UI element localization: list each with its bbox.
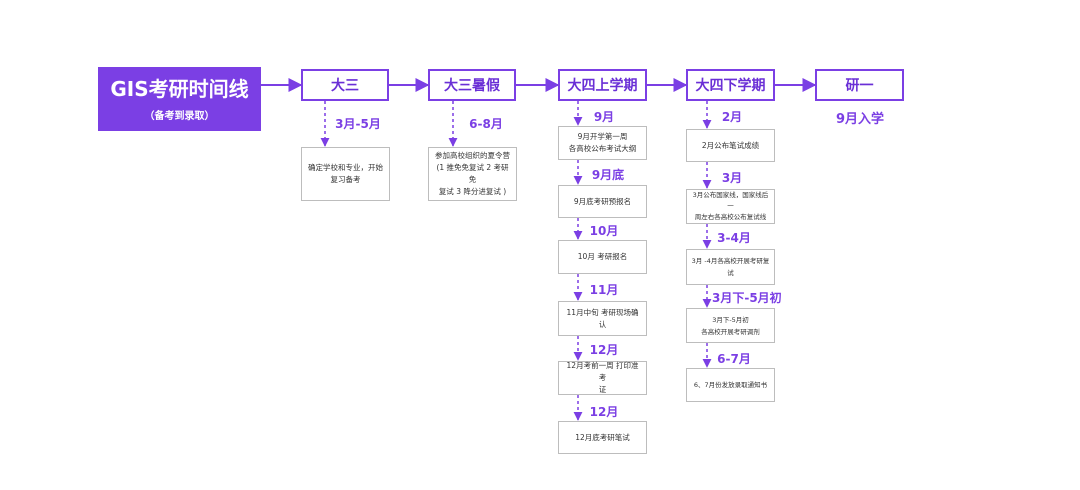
stage-dasan-shujia: 大三暑假 <box>428 69 516 101</box>
stage-dasi-shang: 大四上学期 <box>558 69 647 101</box>
desc-xia-2: 3月公布国家线，国家线后一 周左右各高校公布复试线 <box>686 189 775 224</box>
period-xia-5: 6-7月 <box>717 352 751 366</box>
stage-dasi-xia: 大四下学期 <box>686 69 775 101</box>
period-shujia: 6-8月 <box>469 117 503 131</box>
yanyi-label: 9月入学 <box>835 112 885 127</box>
period-xia-3: 3-4月 <box>717 231 751 245</box>
desc-shujia: 参加高校组织的夏令营 (1 推免免复试 2 考研免 复试 3 降分进复试 ) <box>428 147 517 201</box>
diagram-subtitle: （备考到录取） <box>144 110 215 122</box>
desc-shang-3: 10月 考研报名 <box>558 240 647 274</box>
desc-xia-4: 3月下-5月初 各高校开展考研调剂 <box>686 308 775 343</box>
period-shang-3: 10月 <box>589 224 619 238</box>
period-shang-1: 9月 <box>593 110 615 124</box>
title-box: GIS考研时间线 （备考到录取） <box>98 67 261 131</box>
desc-xia-3: 3月 -4月各高校开展考研复试 <box>686 249 775 285</box>
period-shang-2: 9月底 <box>591 168 625 182</box>
desc-dasan: 确定学校和专业，开始 复习备考 <box>301 147 390 201</box>
desc-shang-2: 9月底考研预报名 <box>558 185 647 218</box>
period-xia-2: 3月 <box>721 171 743 185</box>
desc-shang-5: 12月考前一周 打印准考 证 <box>558 361 647 395</box>
desc-shang-4: 11月中旬 考研现场确认 <box>558 301 647 336</box>
period-shang-5: 12月 <box>589 343 619 357</box>
period-shang-6: 12月 <box>589 405 619 419</box>
desc-xia-1: 2月公布笔试成绩 <box>686 129 775 162</box>
stage-yanyi: 研一 <box>815 69 904 101</box>
period-shang-4: 11月 <box>589 283 619 297</box>
diagram-title: GIS考研时间线 <box>110 76 249 101</box>
desc-shang-1: 9月开学第一周 各高校公布考试大纲 <box>558 126 647 160</box>
stage-dasan: 大三 <box>301 69 389 101</box>
period-xia-1: 2月 <box>721 110 743 124</box>
desc-xia-5: 6、7月份发放录取通知书 <box>686 368 775 402</box>
period-dasan: 3月-5月 <box>335 117 381 131</box>
desc-shang-6: 12月底考研笔试 <box>558 421 647 454</box>
period-xia-4: 3月下-5月初 <box>712 291 782 305</box>
